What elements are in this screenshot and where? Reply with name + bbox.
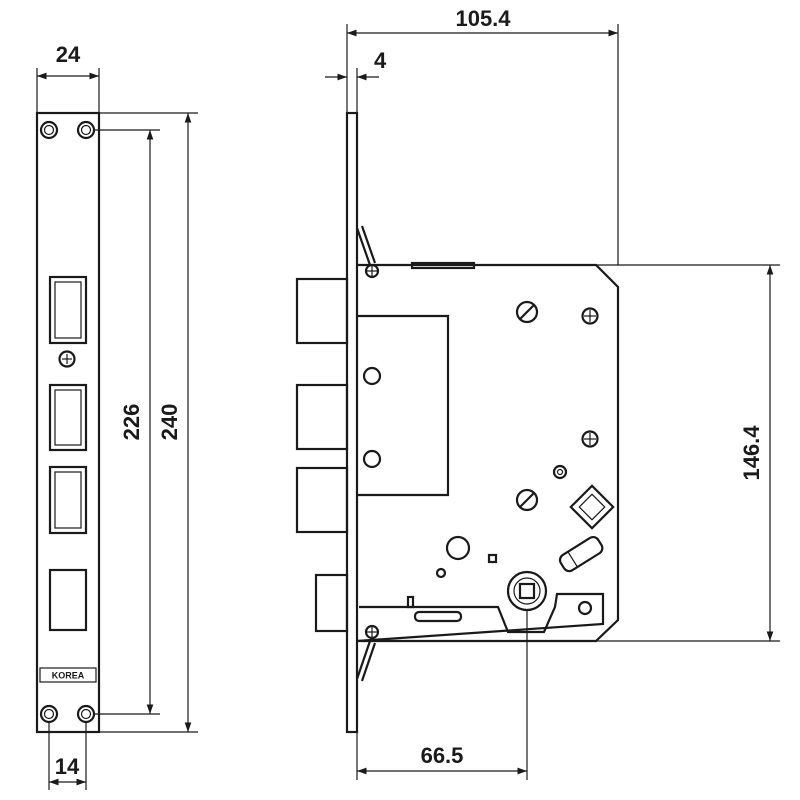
cam-block <box>569 484 615 530</box>
faceplate-latch-opening <box>48 568 88 632</box>
faceplate-screw-hole <box>76 120 96 140</box>
svg-text:226: 226 <box>119 404 144 441</box>
faceplate-bolt-opening <box>48 383 88 452</box>
lock-case-outline <box>357 263 620 643</box>
dimension-faceplate-thickness: 4 <box>325 48 387 113</box>
faceplate-bolt-opening <box>48 275 88 345</box>
faceplate-front-view: KOREA <box>35 111 101 734</box>
dimension-backset: 66.5 <box>356 610 528 780</box>
dimension-case-height: 146.4 <box>596 264 780 642</box>
faceplate-screw-hole <box>39 120 59 140</box>
svg-text:105.4: 105.4 <box>455 6 511 31</box>
trigger-lever <box>558 535 604 573</box>
dimension-overall-depth: 105.4 <box>346 6 619 265</box>
faceplate-screw-hole <box>76 704 96 724</box>
latch-bolt <box>314 573 349 633</box>
dimension-faceplate-width: 24 <box>36 42 100 113</box>
case-screw <box>364 263 380 279</box>
case-screw <box>581 307 599 325</box>
svg-text:66.5: 66.5 <box>421 743 464 768</box>
deadbolt-segment <box>295 383 349 451</box>
svg-text:146.4: 146.4 <box>739 425 764 481</box>
faceplate-center-screw <box>58 350 76 368</box>
deadbolt-segment <box>295 466 349 534</box>
bolt-carrier-plate <box>357 314 450 497</box>
latch-rail <box>356 592 605 643</box>
deadbolt-segment <box>295 277 349 345</box>
dimension-bottom-hole-offset: 14 <box>48 722 87 790</box>
dimension-hole-spacing: 226 <box>94 129 160 715</box>
dimension-faceplate-length: 240 <box>99 112 198 733</box>
svg-text:KOREA: KOREA <box>52 671 85 681</box>
faceplate-side <box>345 111 359 734</box>
slotted-pin <box>515 300 539 324</box>
faceplate-outline <box>35 111 101 734</box>
case-screw <box>364 624 380 640</box>
faceplate-bolt-opening <box>48 465 88 535</box>
faceplate-screw-hole <box>39 704 59 724</box>
svg-text:24: 24 <box>56 42 81 67</box>
svg-text:240: 240 <box>157 404 182 441</box>
slotted-pin <box>515 488 539 512</box>
svg-text:14: 14 <box>55 754 80 779</box>
faceplate-stamp: KOREA <box>39 667 97 683</box>
case-screw <box>581 430 599 448</box>
svg-text:4: 4 <box>374 48 387 73</box>
lock-body-side-view <box>295 111 620 734</box>
spindle-hub <box>506 570 548 612</box>
